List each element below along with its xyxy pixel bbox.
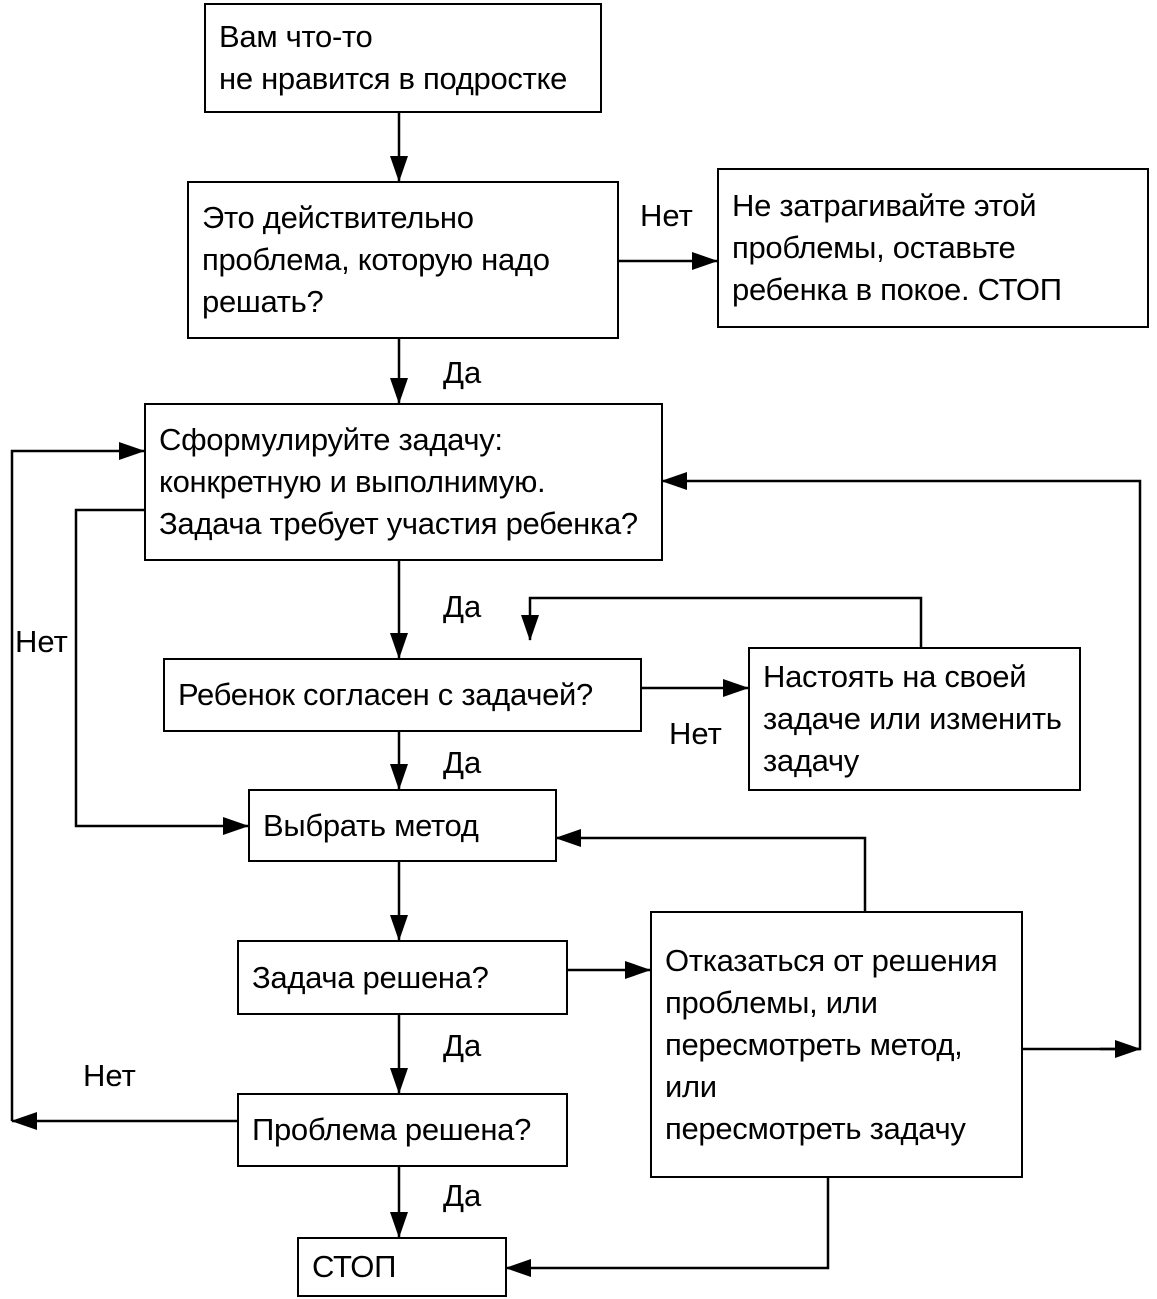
box-problem-solved: Проблема решена? [237, 1093, 568, 1167]
box-line: пересмотреть задачу [665, 1110, 966, 1146]
box-line: Настоять на своей [763, 659, 1027, 694]
box-line: Проблема решена? [252, 1112, 532, 1147]
box-start: Вам что-то не нравится в подростке [204, 3, 602, 113]
label-yes-problem-solved: Да [443, 1178, 482, 1213]
box-formulate: Сформулируйте задачу: конкретную и выпол… [144, 403, 663, 561]
box-line: пересмотреть метод, [665, 1026, 963, 1062]
box-insist: Настоять на своей задаче или изменить за… [748, 647, 1081, 791]
box-line: конкретную и выполнимую. [159, 464, 546, 499]
arrow-formulate-no-to-method [74, 508, 249, 835]
box-line: задаче или изменить [763, 701, 1062, 736]
box-line: Это действительно [202, 200, 474, 235]
label-no-formulate: Нет [15, 624, 68, 659]
box-line: проблема, которую надо [202, 242, 550, 277]
box-line: Сформулируйте задачу: [159, 422, 503, 457]
box-line: СТОП [312, 1249, 397, 1284]
box-line: или [665, 1068, 717, 1104]
box-task-solved: Задача решена? [237, 940, 568, 1015]
box-line: Вам что-то [219, 19, 373, 54]
box-line: Не затрагивайте этой [732, 188, 1037, 223]
box-line: проблемы, или [665, 984, 878, 1020]
label-yes-agrees: Да [443, 745, 482, 780]
box-line: решать? [202, 284, 324, 319]
arrow-insist-feedback [521, 596, 923, 647]
label-no-problem-solved: Нет [83, 1058, 136, 1093]
box-give-up: Отказаться от решения проблемы, или пере… [650, 911, 1023, 1178]
box-line: Отказаться от решения [665, 942, 998, 978]
box-line: Задача решена? [252, 959, 489, 995]
box-line: Ребенок согласен с задачей? [178, 677, 593, 712]
box-line: проблемы, оставьте [732, 230, 1016, 265]
box-line: Задача требует участия ребенка? [159, 506, 638, 541]
label-yes-is-problem: Да [443, 355, 482, 390]
box-line: Выбрать метод [263, 807, 479, 843]
box-leave-alone: Не затрагивайте этой проблемы, оставьте … [717, 168, 1149, 328]
box-stop: СТОП [297, 1237, 507, 1297]
box-line: ребенка в покое. СТОП [732, 272, 1062, 307]
label-yes-formulate: Да [443, 589, 482, 624]
label-yes-task-solved: Да [443, 1028, 482, 1063]
box-choose-method: Выбрать метод [248, 789, 557, 862]
label-no-is-problem: Нет [640, 198, 693, 233]
arrow-problem-no-to-formulate [10, 442, 145, 1121]
label-no-agrees: Нет [669, 716, 722, 751]
arrow-give-up-to-method [555, 829, 867, 911]
arrow-give-up-to-formulate [661, 472, 1142, 1051]
arrow-give-up-to-stop [505, 1177, 830, 1277]
box-is-problem: Это действительно проблема, которую надо… [187, 181, 619, 339]
box-agrees: Ребенок согласен с задачей? [163, 658, 642, 732]
box-line: задачу [763, 743, 859, 778]
box-line: не нравится в подростке [219, 61, 568, 96]
